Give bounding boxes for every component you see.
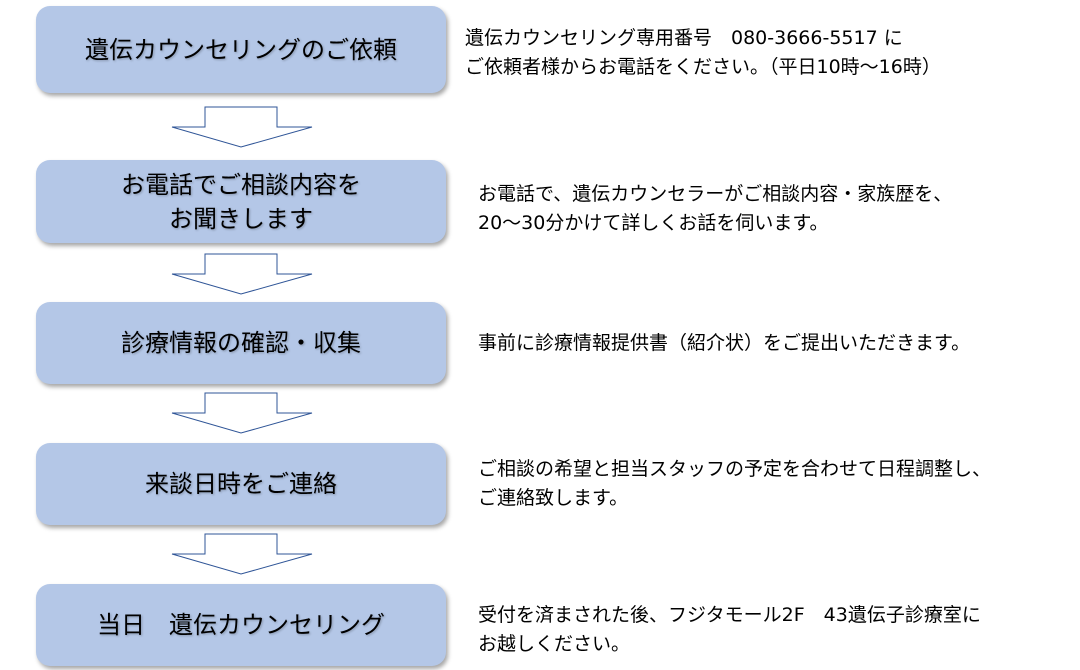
step-1-box: 遺伝カウンセリングのご依頼 xyxy=(36,6,446,93)
desc-line: 20～30分かけて詳しくお話を伺います。 xyxy=(478,212,829,234)
step-5-box: 当日 遺伝カウンセリング xyxy=(36,584,446,666)
step-2-title-line: お聞きします xyxy=(169,204,313,233)
down-arrow-icon xyxy=(171,253,313,295)
down-arrow-icon xyxy=(171,106,313,148)
desc-line: 受付を済まされた後、フジタモール2F 43遺伝子診療室に xyxy=(478,604,981,626)
desc-line: ご連絡致します。 xyxy=(478,487,629,509)
step-4-box: 来談日時をご連絡 xyxy=(36,443,446,525)
step-5-title: 当日 遺伝カウンセリング xyxy=(97,611,385,639)
step-3-title: 診療情報の確認・収集 xyxy=(121,329,361,357)
desc-line: 事前に診療情報提供書（紹介状）をご提出いただきます。 xyxy=(478,332,971,354)
step-2-box: お電話でご相談内容をお聞きします xyxy=(36,160,446,243)
step-2-description: お電話で、遺伝カウンセラーがご相談内容・家族歴を、 20～30分かけて詳しくお話を… xyxy=(478,180,952,238)
desc-line: お電話で、遺伝カウンセラーがご相談内容・家族歴を、 xyxy=(478,183,953,205)
down-arrow-icon xyxy=(171,392,313,434)
step-1-title: 遺伝カウンセリングのご依頼 xyxy=(85,35,397,64)
step-5-description: 受付を済まされた後、フジタモール2F 43遺伝子診療室にお越しください。 xyxy=(478,601,981,659)
desc-line: 遺伝カウンセリング専用番号 080-3666-5517 に xyxy=(465,27,903,49)
step-3-box: 診療情報の確認・収集 xyxy=(36,302,446,384)
desc-line: ご依頼者様からお電話をください。（平日10時～16時） xyxy=(465,56,941,78)
step-3-description: 事前に診療情報提供書（紹介状）をご提出いただきます。 xyxy=(478,329,970,358)
step-4-description: ご相談の希望と担当スタッフの予定を合わせて日程調整し、ご連絡致します。 xyxy=(478,455,991,513)
desc-line: お越しください。 xyxy=(478,633,631,655)
step-1-description: 遺伝カウンセリング専用番号 080-3666-5517 にご依頼者様からお電話を… xyxy=(465,24,941,82)
desc-line: ご相談の希望と担当スタッフの予定を合わせて日程調整し、 xyxy=(478,458,992,480)
step-2-title-line: お電話でご相談内容を xyxy=(121,170,361,199)
step-4-title: 来談日時をご連絡 xyxy=(145,470,337,498)
down-arrow-icon xyxy=(171,533,313,575)
